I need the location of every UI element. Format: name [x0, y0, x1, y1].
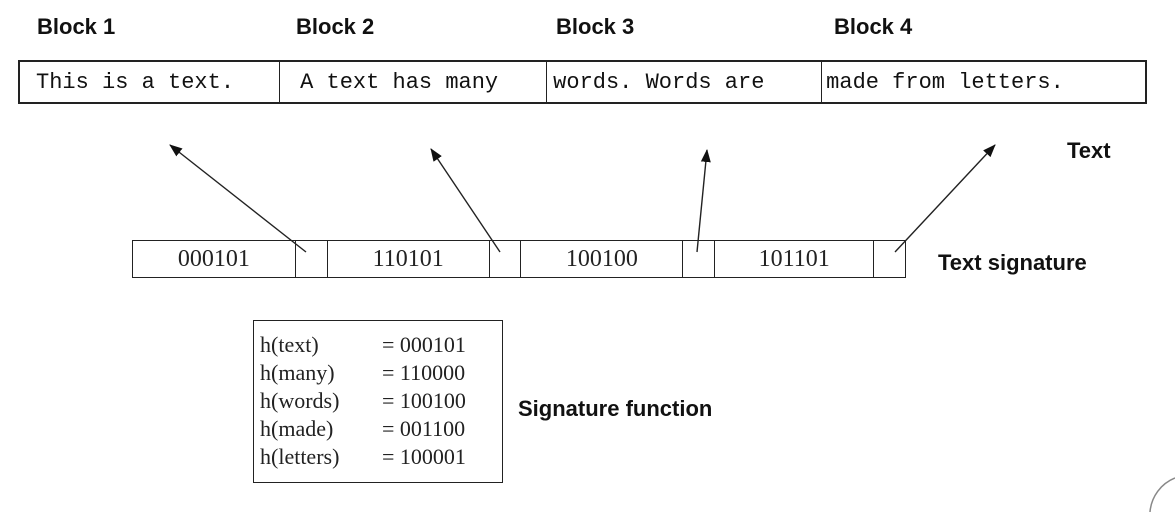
- signature-spacer-3: [682, 241, 714, 277]
- signature-function-label: Signature function: [518, 396, 713, 421]
- signature-value-1: 000101: [177, 245, 250, 272]
- function-name: h(words): [260, 388, 340, 413]
- function-value: = 100001: [382, 444, 466, 469]
- text-block-1: This is a text.: [36, 69, 235, 95]
- text-signature-label: Text signature: [938, 250, 1087, 275]
- function-name: h(made): [260, 416, 334, 441]
- arrow-block-2: [430, 148, 501, 253]
- block-1-label: Block 1: [37, 14, 116, 39]
- function-value: = 100100: [382, 388, 466, 413]
- arrow-block-1: [169, 144, 307, 253]
- function-value: = 001100: [382, 416, 466, 441]
- function-line: h(words) = 100100: [260, 387, 502, 415]
- function-name: h(letters): [260, 444, 340, 469]
- signature-spacer-4: [873, 241, 905, 277]
- function-line: h(letters) = 100001: [260, 443, 502, 471]
- function-value: = 110000: [382, 360, 466, 385]
- function-line: h(many) = 110000: [260, 359, 502, 387]
- function-line: h(text) = 000101: [260, 331, 502, 359]
- signature-value-3: 100100: [520, 241, 682, 277]
- function-value: = 000101: [382, 332, 466, 357]
- signature-spacer-1: [294, 241, 327, 277]
- signature-spacer-2: [488, 241, 521, 277]
- function-line: h(made) = 001100: [260, 415, 502, 443]
- block-2-label: Block 2: [296, 14, 375, 39]
- function-name: h(text): [260, 332, 319, 357]
- corner-arc-decoration: [1149, 477, 1175, 512]
- signature-function-box: h(text) = 000101 h(many) = 110000 h(word…: [253, 320, 503, 483]
- text-row: This is a text. A text has many words. W…: [18, 60, 1147, 104]
- text-signature-row: 000101 110101 100100 101101: [132, 240, 906, 278]
- text-block-3: words. Words are: [546, 62, 821, 102]
- signature-value-4: 101101: [714, 241, 873, 277]
- text-block-4: made from letters.: [821, 62, 1145, 102]
- arrow-block-4: [894, 144, 996, 253]
- text-label: Text: [1067, 138, 1111, 163]
- arrow-block-3: [696, 149, 711, 253]
- block-4-label: Block 4: [834, 14, 913, 39]
- text-block-2: A text has many: [279, 62, 546, 102]
- function-name: h(many): [260, 360, 335, 385]
- block-3-label: Block 3: [556, 14, 635, 39]
- signature-value-2: 110101: [326, 241, 489, 277]
